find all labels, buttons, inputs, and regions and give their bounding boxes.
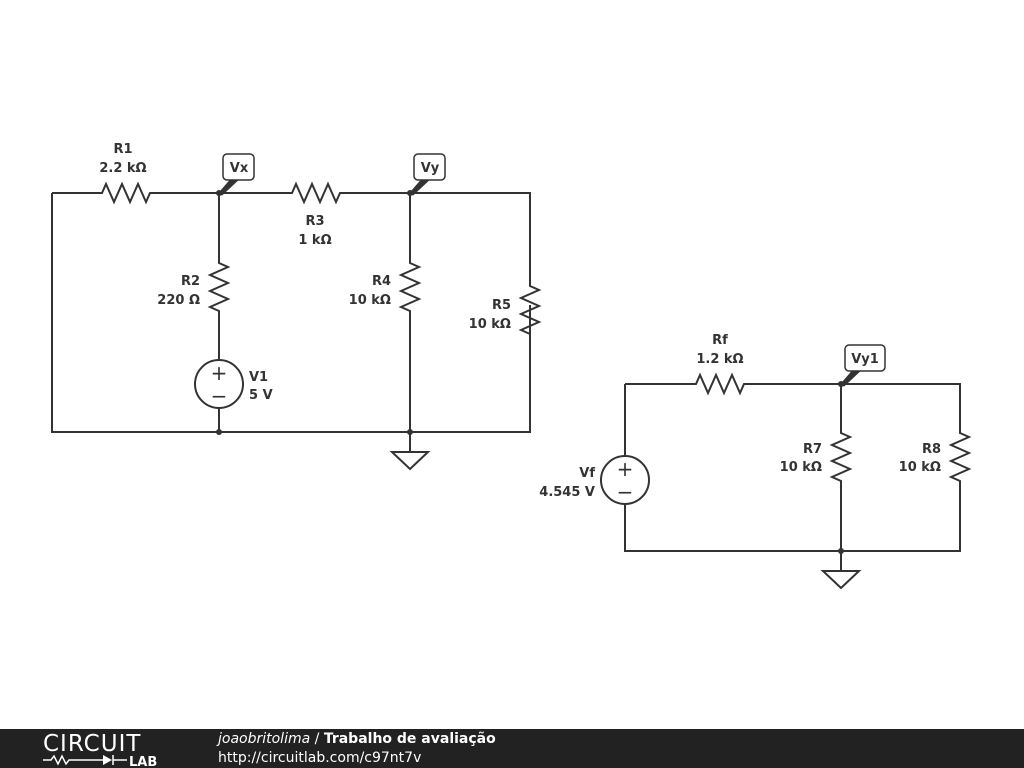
junction-dot: [838, 548, 844, 554]
junction-dot: [216, 429, 222, 435]
r5-value: 10 kΩ: [469, 317, 511, 332]
r1-name: R1: [113, 142, 132, 157]
vf-name: Vf: [579, 466, 595, 481]
left-circuit: + − Vx Vy R1 2.2 kΩ R3 1 kΩ R2 220 Ω R4 …: [51, 142, 542, 471]
r8-value: 10 kΩ: [899, 460, 941, 475]
resistor-r4[interactable]: [398, 258, 422, 318]
node-flag-vy1[interactable]: Vy1: [840, 344, 886, 387]
wire: [624, 488, 961, 552]
v1-value: 5 V: [249, 388, 273, 403]
junction-dot: [407, 429, 413, 435]
node-flag-vy[interactable]: Vy: [409, 153, 446, 196]
vf-value: 4.545 V: [539, 485, 595, 500]
circuit-url[interactable]: http://circuitlab.com/c97nt7v: [218, 750, 422, 766]
r2-name: R2: [181, 274, 200, 289]
ground-icon: [820, 570, 862, 590]
r8-name: R8: [922, 442, 941, 457]
minus-sign: −: [211, 384, 228, 408]
node-label-vy1: Vy1: [851, 352, 879, 367]
r4-name: R4: [372, 274, 391, 289]
wire: [51, 193, 531, 433]
plus-sign: +: [211, 361, 228, 385]
author-link[interactable]: joaobritolima: [218, 731, 311, 747]
r3-name: R3: [305, 214, 324, 229]
circuit-title[interactable]: Trabalho de avaliação: [323, 731, 496, 747]
resistor-r2[interactable]: [207, 258, 231, 318]
footer-title-line: joaobritolima / Trabalho de avaliação: [218, 730, 496, 749]
logo-diode-icon: [103, 755, 112, 765]
logo-text-circuit: CIRCUIT: [43, 731, 141, 757]
r5-name: R5: [492, 298, 511, 313]
ground-icon: [389, 451, 431, 471]
resistor-r3[interactable]: [287, 181, 343, 205]
r4-value: 10 kΩ: [349, 293, 391, 308]
wire: [747, 383, 961, 428]
resistor-r7[interactable]: [829, 428, 853, 488]
r7-name: R7: [803, 442, 822, 457]
voltage-source-vf[interactable]: + −: [600, 455, 650, 505]
node-label-vy: Vy: [421, 161, 440, 176]
wire: [343, 192, 531, 281]
circuitlab-logo[interactable]: CIRCUIT LAB: [43, 729, 178, 768]
rf-value: 1.2 kΩ: [696, 352, 743, 367]
r7-value: 10 kΩ: [780, 460, 822, 475]
r1-value: 2.2 kΩ: [99, 161, 146, 176]
footer-info: joaobritolima / Trabalho de avaliação ht…: [218, 730, 496, 768]
resistor-rf[interactable]: [691, 372, 747, 396]
v1-name: V1: [249, 370, 268, 385]
voltage-source-v1[interactable]: + −: [194, 359, 244, 409]
minus-sign: −: [617, 480, 634, 504]
node-label-vx: Vx: [230, 161, 249, 176]
logo-text-lab: LAB: [129, 755, 157, 768]
right-circuit: + − Vy1 Rf 1.2 kΩ R7 10 kΩ R8 10 kΩ Vf 4…: [539, 333, 972, 590]
schematic-canvas: + − Vx Vy R1 2.2 kΩ R3 1 kΩ R2 220 Ω R4 …: [51, 142, 972, 590]
separator: /: [310, 731, 324, 747]
plus-sign: +: [617, 457, 634, 481]
r2-value: 220 Ω: [157, 293, 200, 308]
node-flag-vx[interactable]: Vx: [218, 153, 255, 196]
logo-resistor-icon: [43, 754, 103, 766]
resistor-r8[interactable]: [948, 428, 972, 488]
resistor-r5[interactable]: [518, 281, 542, 341]
r3-value: 1 kΩ: [298, 233, 331, 248]
rf-name: Rf: [712, 333, 728, 348]
resistor-r1[interactable]: [97, 181, 153, 205]
footer-bar: CIRCUIT LAB joaobritolima / Trabalho de …: [0, 729, 1024, 768]
